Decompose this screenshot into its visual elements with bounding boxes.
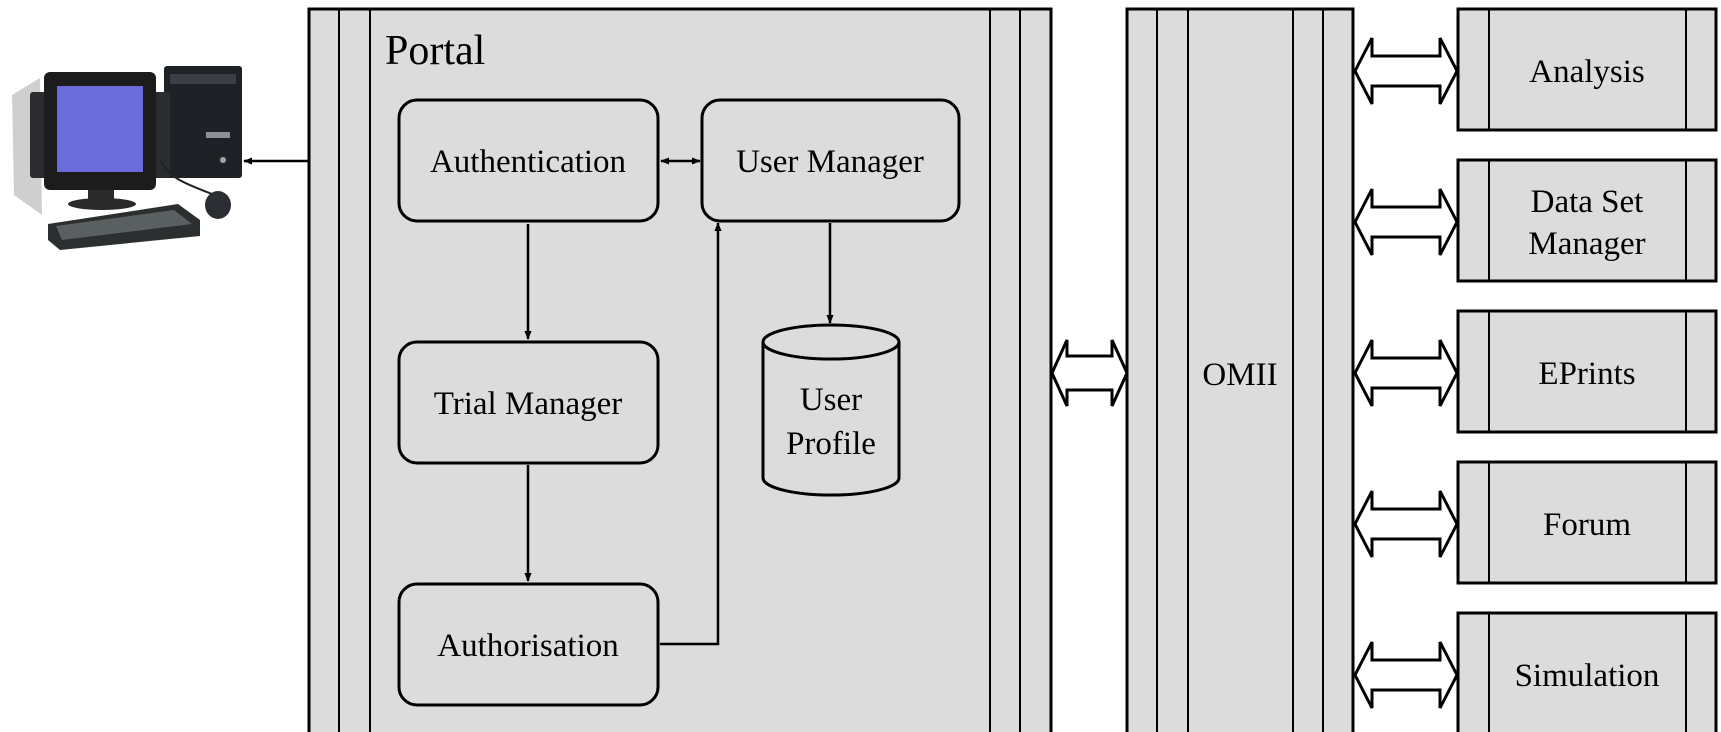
omii-label: OMII	[1202, 357, 1277, 393]
trial-manager-label: Trial Manager	[434, 386, 623, 422]
data-set-label-1: Data Set	[1531, 184, 1644, 220]
forum-link	[1353, 490, 1459, 558]
authentication-label: Authentication	[430, 144, 626, 180]
service-eprints: EPrints	[1456, 309, 1718, 434]
service-forum: Forum	[1456, 460, 1718, 585]
user-profile-label-2: Profile	[786, 426, 876, 462]
portal-title: Portal	[385, 28, 485, 74]
authorisation-box: Authorisation	[397, 582, 660, 707]
user-manager-label: User Manager	[736, 144, 924, 180]
forum-label: Forum	[1543, 507, 1631, 543]
data-set-link	[1353, 188, 1459, 256]
eprints-label: EPrints	[1538, 356, 1635, 392]
analysis-label: Analysis	[1529, 54, 1645, 90]
simulation-link	[1353, 641, 1459, 709]
portal-omii-link	[1050, 339, 1129, 407]
user-profile-database: User Profile	[761, 323, 901, 497]
omii-panel: OMII	[1125, 7, 1355, 732]
computer-icon	[12, 66, 242, 250]
trial-manager-box: Trial Manager	[397, 340, 660, 465]
user-profile-label-1: User	[800, 382, 862, 418]
service-simulation: Simulation	[1456, 611, 1718, 732]
authentication-box: Authentication	[397, 98, 660, 223]
service-data-set-manager: Data Set Manager	[1456, 158, 1718, 283]
service-links	[1353, 37, 1459, 709]
simulation-label: Simulation	[1515, 658, 1660, 694]
service-analysis: Analysis	[1456, 7, 1718, 132]
data-set-label-2: Manager	[1528, 226, 1645, 262]
analysis-link	[1353, 37, 1459, 105]
eprints-link	[1353, 339, 1459, 407]
authorisation-label: Authorisation	[437, 628, 618, 664]
user-manager-box: User Manager	[700, 98, 961, 223]
